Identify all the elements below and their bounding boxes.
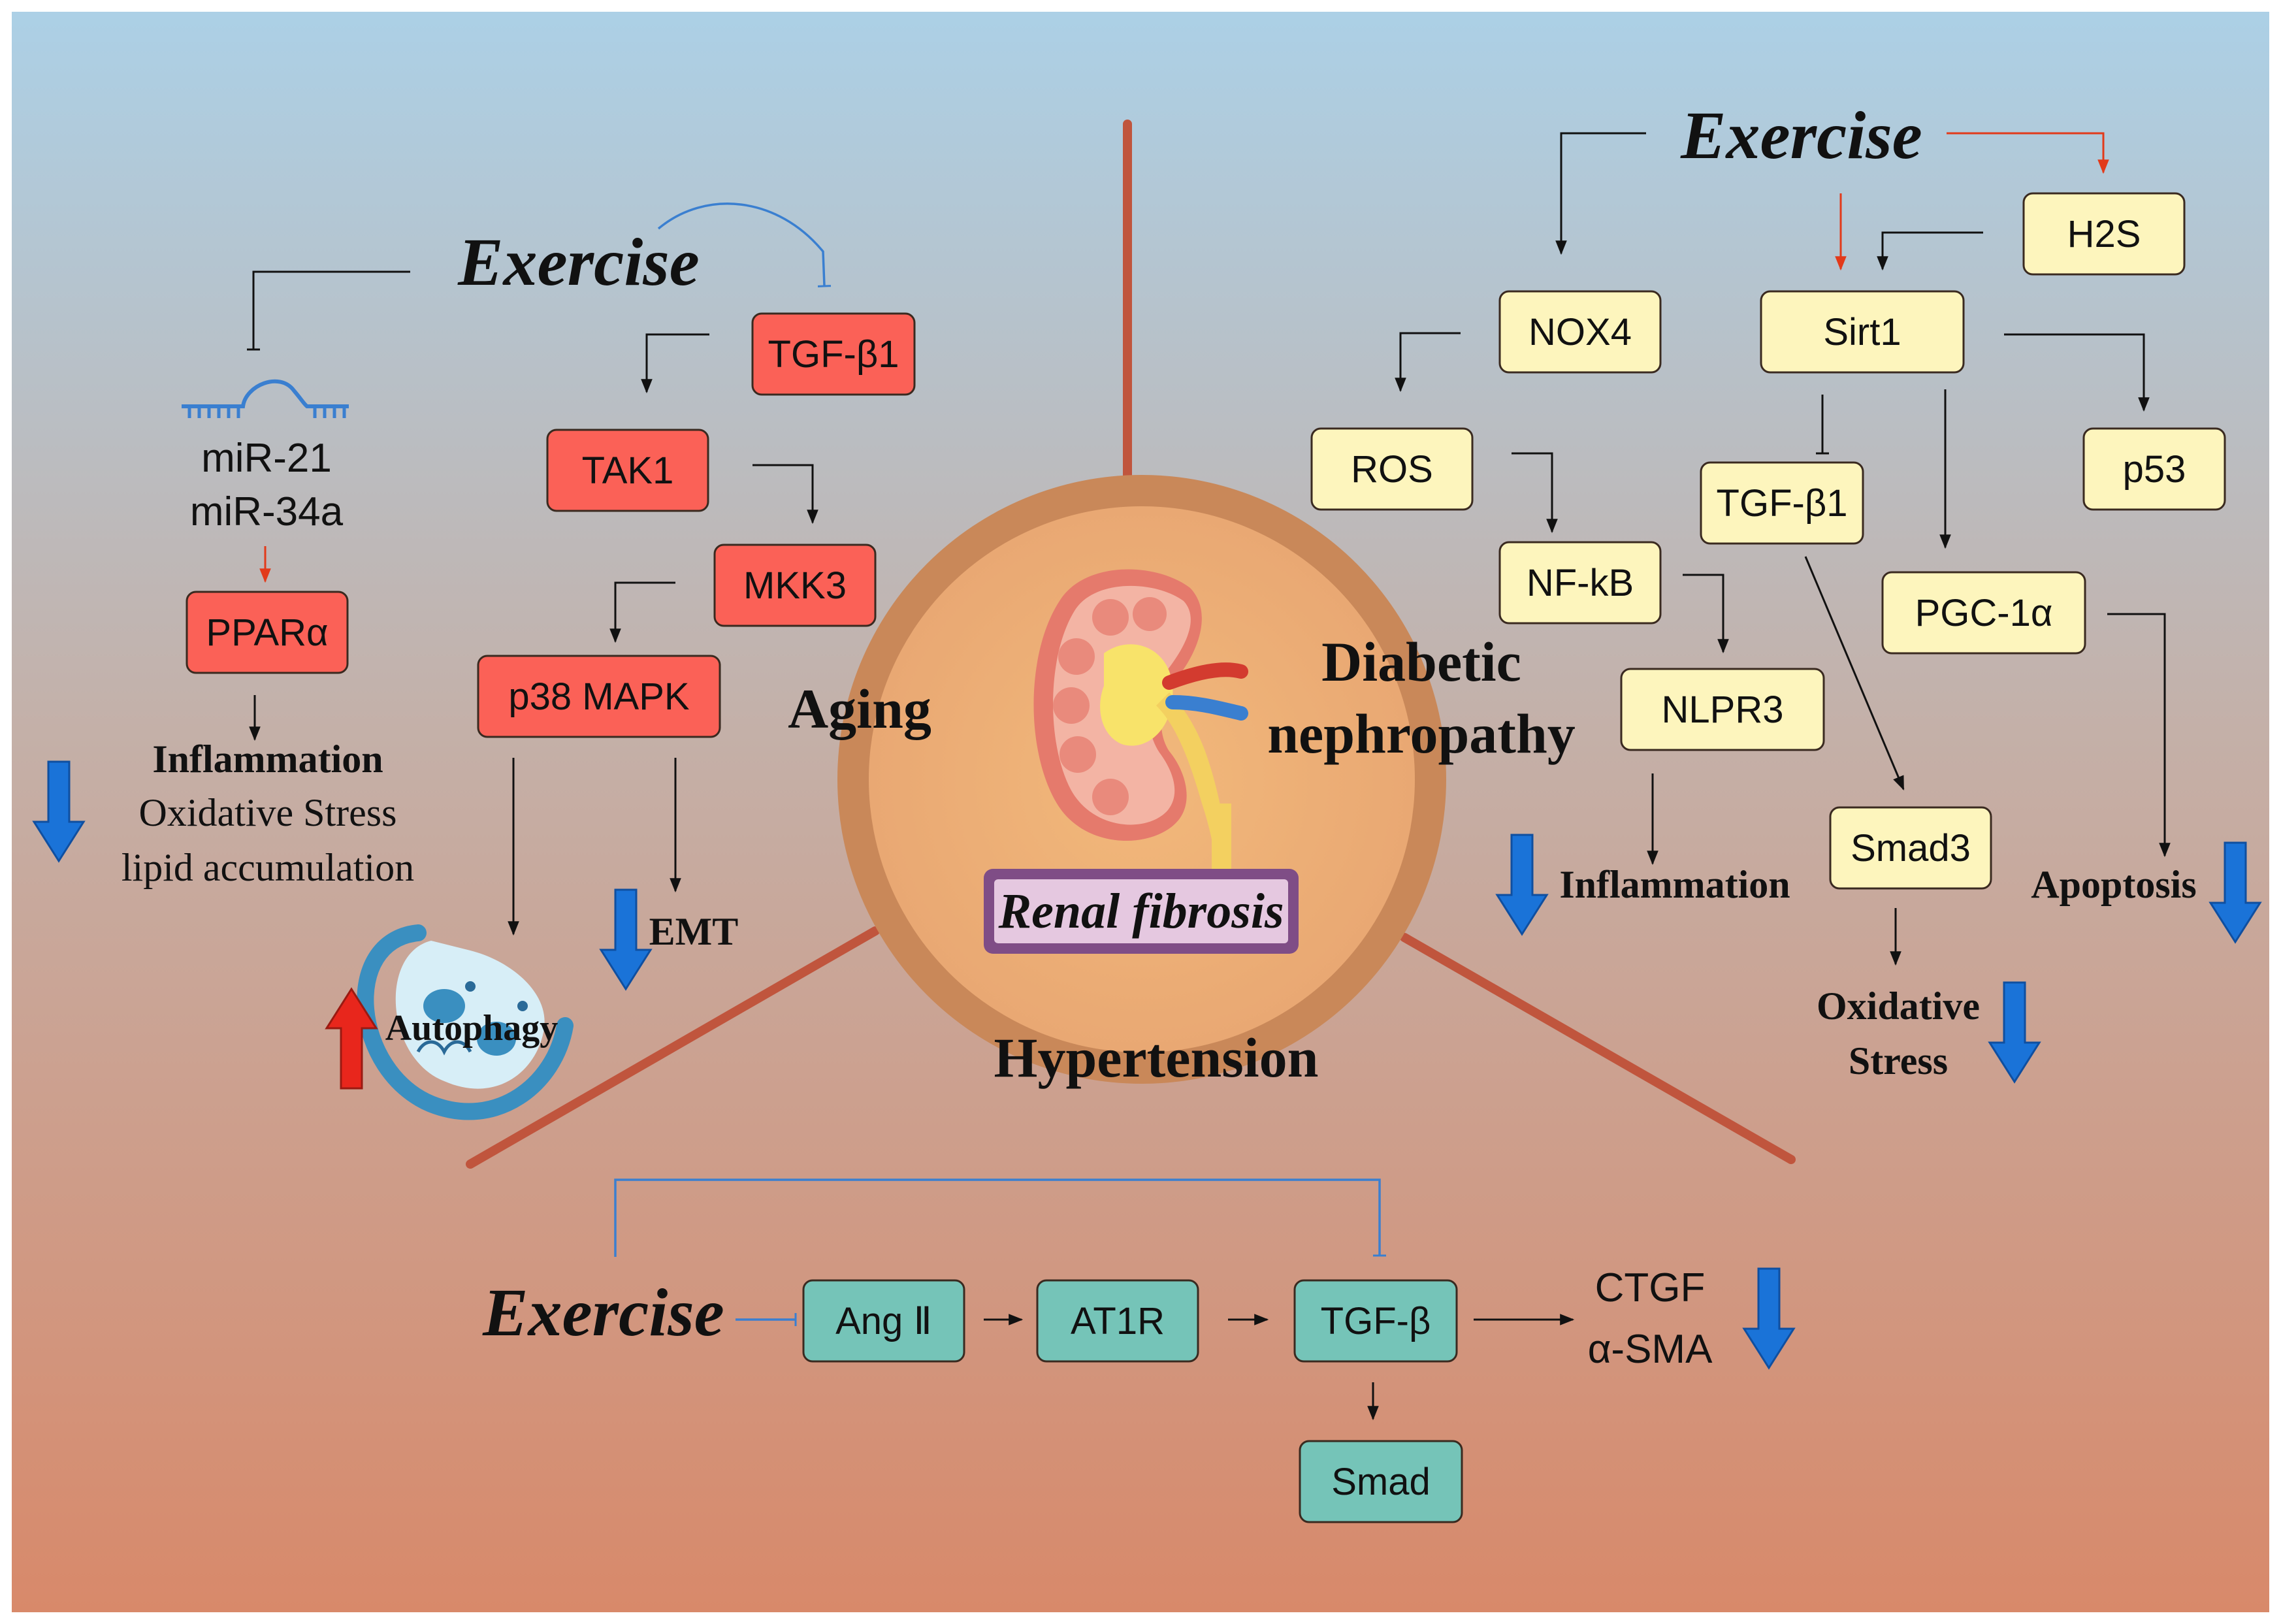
hypertension-decrease-arrow-icon [1742,1267,1796,1370]
apoptosis-label: Apoptosis [2031,863,2196,906]
ros-label: ROS [1351,448,1433,491]
diabetic-oxidative-decrease-arrow-icon [1988,981,2041,1084]
tgfb-box [1293,1279,1458,1363]
nlrp3-box [1620,668,1825,751]
inhibit-exercise-tgfb [614,1178,1386,1257]
diabetic-section: Exercise H2S NOX4 Sirt1 ROS p53 TGF-β1 N… [1310,98,2262,1084]
sirt1-label: Sirt1 [1823,311,1901,353]
diabetic-inflammation-decrease-arrow-icon [1495,834,1549,936]
arrow-mkk3-p38 [609,581,675,643]
ang-label: Ang Ⅱ [835,1300,932,1342]
hypertension-label: Hypertension [994,1026,1319,1089]
p38-label: p38 MAPK [508,675,690,718]
hypertension-section: Exercise Ang Ⅱ AT1R TGF-β Smad CTGF α-SM… [482,1178,1796,1523]
smad-label: Smad [1331,1461,1431,1503]
aging-section: Exercise miR-21 miR-34a PPARα Inflammati… [32,203,916,1120]
smad-box [1299,1440,1463,1523]
arrow-pgc-apoptosis [2107,613,2171,858]
tak1-label: TAK1 [582,449,674,492]
pgc-label: PGC-1α [1915,592,2053,634]
diabetic-exercise-label: Exercise [1680,98,1922,173]
emt-label: EMT [649,910,739,953]
aging-decrease-arrow-icon [32,760,86,863]
arrow-nox4-ros [1395,332,1461,393]
diabetic-oxidative-label-line1: Oxidative [1817,984,1980,1028]
aging-exercise-label: Exercise [457,225,700,300]
mkk3-label: MKK3 [743,564,847,607]
smad3-box [1829,806,1992,890]
arrow-sirt1-p53 [2004,333,2150,412]
apoptosis-decrease-arrow-icon [2208,841,2262,944]
section-dividers [466,120,1796,1169]
sirt1-box [1760,290,1965,374]
at1r-box [1036,1279,1199,1363]
p53-label: p53 [2123,448,2186,491]
arrow-ros-nfkb [1512,452,1558,534]
arrow-tak1-mkk3 [752,464,818,525]
diabetic-tgfb1-label: TGF-β1 [1717,482,1848,525]
asma-label: α-SMA [1588,1327,1713,1372]
arrow-h2s-sirt1 [1877,231,1983,271]
ros-box [1310,427,1474,511]
ppar-label: PPARα [206,611,328,654]
h2s-label: H2S [2067,213,2141,255]
diabetic-inflammation-label: Inflammation [1559,863,1790,906]
autophagy-label: Autophagy [385,1008,558,1048]
diabetic-oxidative-label-line2: Stress [1849,1039,1948,1082]
nox4-label: NOX4 [1529,311,1632,353]
tgfb-label: TGF-β [1321,1300,1431,1342]
arrow-exercise-h2s [1947,132,2109,174]
kidney-icon [1033,569,1248,875]
renal-fibrosis-label: Renal fibrosis [997,884,1284,939]
emt-decrease-arrow-icon [599,888,653,991]
arrow-nfkb-nlrp3 [1683,574,1729,654]
inhibit-exercise-tgfb1 [657,203,832,287]
mirna-21-label: miR-21 [201,436,332,481]
nlrp3-label: NLPR3 [1662,689,1784,731]
ang-box [802,1279,965,1363]
arrow-exercise-nox4 [1555,132,1646,255]
aging-lipid-label: lipid accumulation [121,846,414,889]
nox4-box [1498,290,1662,374]
nfkb-label: NF-kB [1527,562,1634,604]
ppar-box [186,591,349,674]
mirna-icon [182,379,349,418]
p53-box [2082,427,2226,511]
aging-oxidative-label: Oxidative Stress [139,791,397,834]
aging-tgfb1-box [751,312,916,396]
pgc-box [1881,571,2086,655]
diabetic-tgfb1-box [1700,461,1864,545]
p38-box [477,655,721,738]
aging-inflammation-label: Inflammation [152,738,383,781]
mirna-34a-label: miR-34a [190,489,344,534]
aging-label: Aging [788,677,931,740]
aging-tgfb1-label: TGF-β1 [768,333,899,376]
nfkb-box [1498,541,1662,625]
h2s-box [2022,192,2186,276]
smad3-label: Smad3 [1851,827,1971,869]
renal-fibrosis-label-box [984,869,1299,954]
diabetic-label-line2: nephropathy [1267,702,1576,765]
ctgf-label: CTGF [1595,1265,1706,1310]
diabetic-label-line1: Diabetic [1321,630,1521,693]
autophagosome-icon [357,924,574,1120]
at1r-label: AT1R [1071,1300,1165,1342]
tak1-box [546,429,709,512]
arrow-tgfb1-smad3 [1804,556,1905,791]
arrow-tgfb1-tak1 [641,333,709,394]
mkk3-box [713,544,877,627]
hypertension-exercise-label: Exercise [482,1275,724,1350]
inhibit-exercise-mirna [247,270,410,351]
autophagy-increase-arrow-icon [325,987,378,1090]
